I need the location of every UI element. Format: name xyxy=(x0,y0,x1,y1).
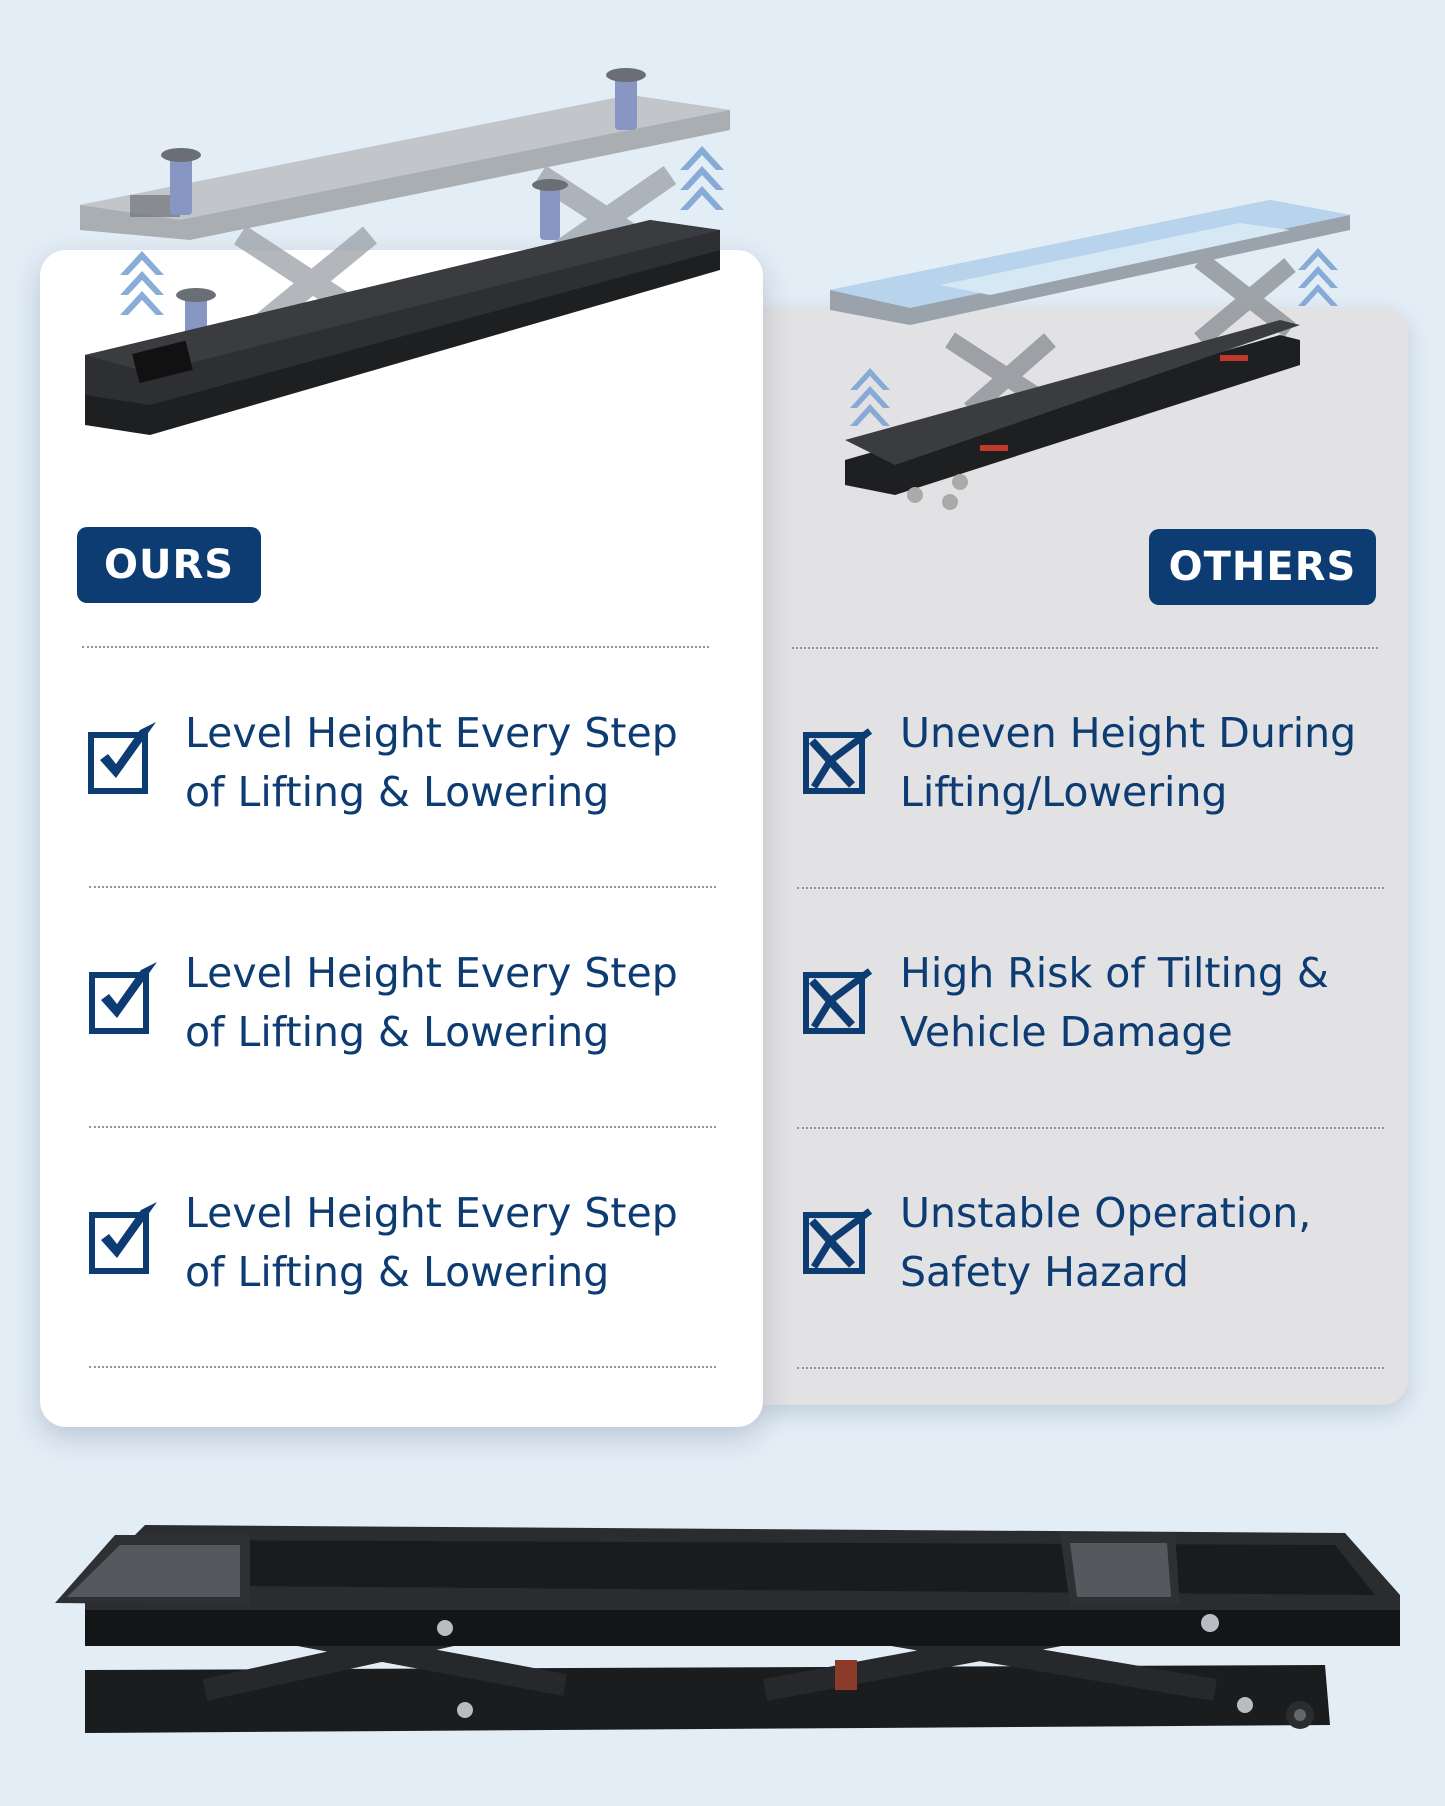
others-divider xyxy=(797,887,1384,889)
others-badge: OTHERS xyxy=(1149,529,1376,605)
checkbox-checked-icon xyxy=(88,722,156,794)
checkbox-x-icon xyxy=(803,1208,873,1274)
ours-divider xyxy=(89,1126,716,1128)
ours-item-2-line2: of Lifting & Lowering xyxy=(185,1008,610,1056)
ours-divider xyxy=(89,1366,716,1368)
ours-item-2: Level Height Every Step of Lifting & Low… xyxy=(185,944,678,1062)
others-item-1: Uneven Height During Lifting/Lowering xyxy=(900,704,1356,822)
lowered-lift-illustration xyxy=(55,1525,1400,1733)
others-item-3-line2: Safety Hazard xyxy=(900,1248,1189,1296)
others-lift-illustration xyxy=(830,200,1350,510)
ours-lift-illustration xyxy=(80,68,730,435)
others-card xyxy=(760,307,1408,1405)
others-item-3: Unstable Operation, Safety Hazard xyxy=(900,1184,1311,1302)
others-divider xyxy=(797,1367,1384,1369)
ours-item-1-line1: Level Height Every Step xyxy=(185,709,678,757)
others-divider xyxy=(792,647,1378,649)
others-divider xyxy=(797,1127,1384,1129)
checkbox-checked-icon xyxy=(89,1202,157,1274)
ours-item-1-line2: of Lifting & Lowering xyxy=(185,768,610,816)
ours-item-3-line2: of Lifting & Lowering xyxy=(185,1248,610,1296)
others-item-1-line2: Lifting/Lowering xyxy=(900,768,1228,816)
ours-divider xyxy=(89,886,716,888)
ours-item-3: Level Height Every Step of Lifting & Low… xyxy=(185,1184,678,1302)
ours-badge: OURS xyxy=(77,527,261,603)
ours-item-1: Level Height Every Step of Lifting & Low… xyxy=(185,704,678,822)
checkbox-x-icon xyxy=(803,728,873,794)
checkbox-checked-icon xyxy=(89,962,157,1034)
checkbox-x-icon xyxy=(803,968,873,1034)
ours-item-3-line1: Level Height Every Step xyxy=(185,1189,678,1237)
ours-item-2-line1: Level Height Every Step xyxy=(185,949,678,997)
others-item-2: High Risk of Tilting & Vehicle Damage xyxy=(900,944,1329,1062)
others-item-1-line1: Uneven Height During xyxy=(900,709,1357,757)
others-item-2-line1: High Risk of Tilting & xyxy=(900,949,1329,997)
ours-card xyxy=(40,250,763,1427)
others-item-2-line2: Vehicle Damage xyxy=(900,1008,1233,1056)
ours-divider xyxy=(82,646,709,648)
others-item-3-line1: Unstable Operation, xyxy=(900,1189,1312,1237)
